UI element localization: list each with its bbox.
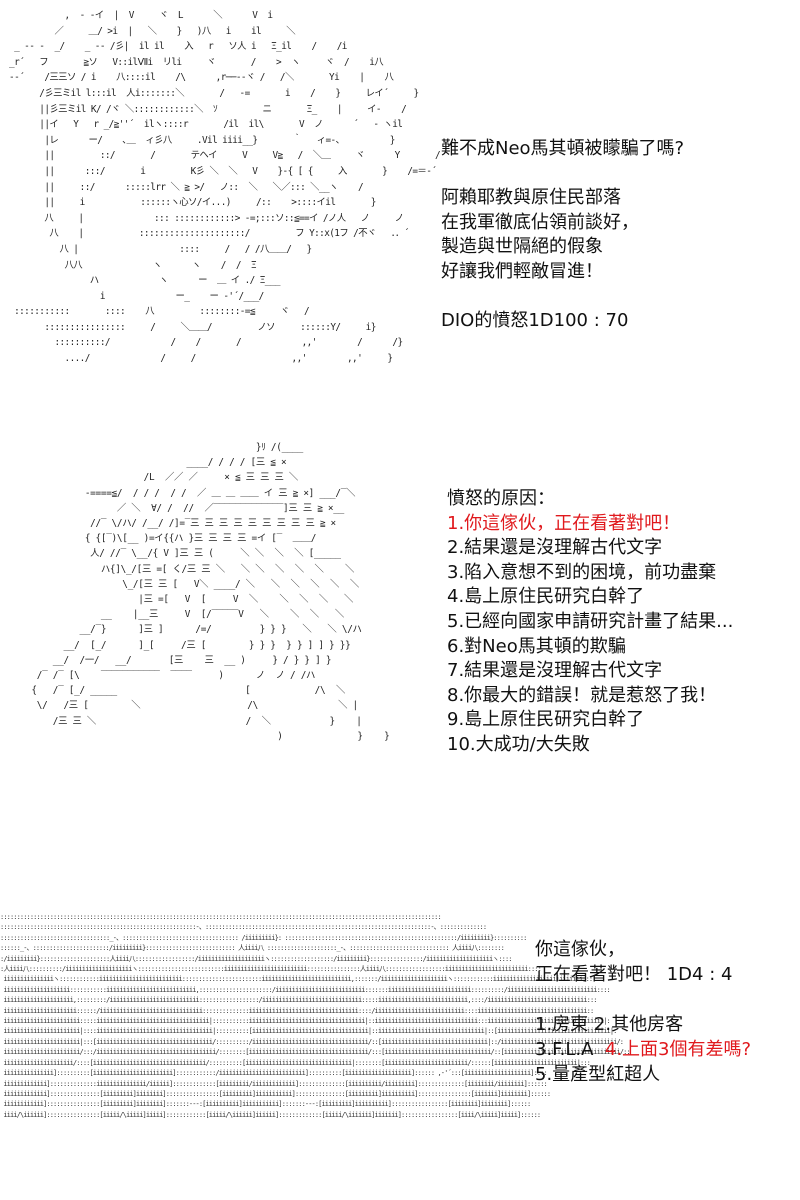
list-item: 7.結果還是沒理解古代文字 [447, 660, 663, 682]
panel-1-text: 難不成Neo馬其頓被矇騙了嗎? 阿賴耶教與原住民部落 在我軍徹底佔領前談好， 製… [441, 137, 684, 334]
ascii-art-dio-pose: }ﾘ /(____ ____/ / / / [三 ≦ × /L ／／ ／ × ≦… [31, 442, 390, 742]
list-item: 4.島上原住民研究白幹了 [447, 586, 645, 608]
ascii-art-dio-shouting: , - -イ | V ヾ L ＼ V i ／ ＿/ >i | ＼ } )八 i … [9, 10, 441, 365]
list-item: 10.大成功/大失敗 [447, 733, 590, 755]
list-item: 5.量產型紅超人 [535, 1063, 661, 1085]
text-line: 製造與世隔絕的假象 [441, 236, 603, 258]
list-item: 9.島上原住民研究白幹了 [447, 709, 645, 731]
list-item-fla: 3.F.L.A [535, 1038, 594, 1060]
list-item: 8.你最大的錯誤！就是惹怒了我！ [447, 684, 717, 706]
text-line: 難不成Neo馬其頓被矇騙了嗎? [441, 138, 685, 159]
list-title: 憤怒的原因： [447, 488, 555, 509]
text-line: 你這傢伙， [535, 939, 625, 960]
ascii-art-crowd: ::::::::::::::::::::::::::::::::::::::::… [0, 913, 631, 1119]
panel-2: }ﾘ /(____ ____/ / / / [三 ≦ × /L ／／ ／ × ≦… [31, 442, 733, 758]
anger-reasons-list: 憤怒的原因： 1.你這傢伙，正在看著對吧！ 2.結果還是沒理解古代文字 3.陷入… [447, 487, 733, 758]
text-line: 阿賴耶教與原住民部落 [441, 187, 621, 209]
dice-result: DIO的憤怒1D100 : 70 [441, 310, 629, 332]
panel-3-text: 你這傢伙， 正在看著對吧！ 1D4 : 4 1.房東 2.其他房客 3.F.L.… [535, 937, 751, 1087]
text-line [535, 987, 751, 1012]
text-line: 好讓我們輕敵冒進！ [441, 260, 603, 282]
text-line: 在我軍徹底佔領前談好， [441, 211, 639, 233]
list-item: 3.陷入意想不到的困境，前功盡棄 [447, 561, 717, 583]
panel-1: , - -イ | V ヾ L ＼ V i ／ ＿/ >i | ＼ } )八 i … [0, 0, 800, 420]
list-item: 3.F.L.A 4.上面3個有差嗎? [535, 1037, 751, 1062]
dice-result: 正在看著對吧！ 1D4 : 4 [535, 964, 733, 985]
list-item-highlighted: 4.上面3個有差嗎? [604, 1038, 752, 1060]
list-item-highlighted: 1.你這傢伙，正在看著對吧！ [447, 512, 681, 534]
list-item: 2.結果還是沒理解古代文字 [447, 537, 663, 559]
list-item: 5.已經向國家申請研究計畫了結果... [447, 610, 734, 632]
list-item: 1.房東 2.其他房客 [535, 1013, 684, 1035]
list-item: 6.對Neo馬其頓的欺騙 [447, 635, 626, 657]
